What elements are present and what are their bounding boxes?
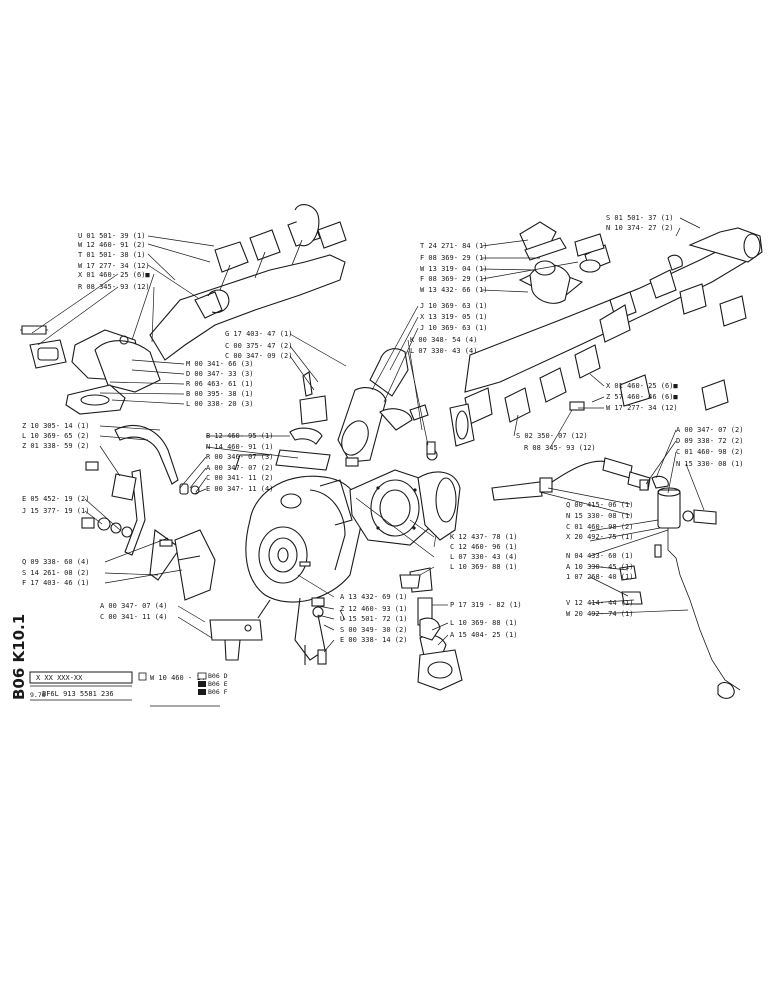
callout-label: W 13 432- 66 (1) xyxy=(420,286,487,294)
callout-label: L 10 369- 65 (2) xyxy=(22,432,89,440)
callout-label: E 00 347- 11 (4) xyxy=(206,485,273,493)
callout-label: L 00 338- 20 (3) xyxy=(186,400,253,408)
callout-label: D 09 338- 72 (2) xyxy=(676,437,743,445)
callout-label: S 02 350- 07 (12) xyxy=(516,432,588,440)
callout-label: W 17 277- 34 (12) xyxy=(78,262,150,270)
variant-label: B06 F xyxy=(208,688,228,696)
callout-label: R 00 346- 07 (3) xyxy=(206,453,273,461)
callout-label: Z 57 460- 46 (6)■ xyxy=(606,393,678,401)
callout-label: S 01 501- 37 (1) xyxy=(606,214,673,222)
callout-label: W 20 492- 74 (1) xyxy=(566,610,633,618)
callout-label: T 24 271- 84 (1) xyxy=(420,242,487,250)
callout-label: A 15 404- 25 (1) xyxy=(450,631,517,639)
leader-lines xyxy=(31,217,705,653)
callout-label: X 13 319- 05 (1) xyxy=(420,313,487,321)
callout-label: 1 07 268- 40 (1) xyxy=(566,573,633,581)
exhaust-elbow xyxy=(349,469,461,546)
callout-label: M 00 341- 66 (3) xyxy=(186,360,253,368)
callout-label: C 00 375- 47 (2) xyxy=(225,342,292,350)
callout-label: R 06 463- 61 (1) xyxy=(186,380,253,388)
callout-label: W 13 319- 04 (1) xyxy=(420,265,487,273)
engine-model: BF6L 913 5581 236 xyxy=(42,690,114,698)
callout-label: L 07 330- 43 (4) xyxy=(410,347,477,355)
callout-label: K 00 348- 54 (4) xyxy=(410,336,477,344)
callout-label: G 17 403- 47 (1) xyxy=(225,330,292,338)
callout-label: A 00 347- 07 (4) xyxy=(100,602,167,610)
variant-label: B06 E xyxy=(208,680,228,688)
right-exhaust-manifold xyxy=(449,221,763,447)
callout-label: N 10 374- 27 (2) xyxy=(606,224,673,232)
part-mask: X XX XXX-XX xyxy=(36,674,83,682)
callout-label: C 00 341- 11 (2) xyxy=(206,474,273,482)
callout-labels: U 01 501- 39 (1) W 12 460- 91 (2) T 01 5… xyxy=(22,214,743,644)
callout-label: U 15 501- 72 (1) xyxy=(340,615,407,623)
callout-label: S 00 349- 30 (2) xyxy=(340,626,407,634)
callout-label: P 17 319 - 82 (1) xyxy=(450,601,522,609)
callout-label: L 07 330- 43 (4) xyxy=(450,553,517,561)
sheet-code: B06 K10.1 xyxy=(10,614,28,700)
callout-label: C 01 460- 98 (2) xyxy=(676,448,743,456)
callout-label: E 05 452- 19 (2) xyxy=(22,495,89,503)
callout-label: Z 01 338- 59 (2) xyxy=(22,442,89,450)
callout-label: F 08 369- 29 (1) xyxy=(420,275,487,283)
callout-label: U 01 501- 39 (1) xyxy=(78,232,145,240)
callout-label: F 17 403- 46 (1) xyxy=(22,579,89,587)
callout-label: N 15 330- 08 (1) xyxy=(566,512,633,520)
callout-label: B 12 460- 95 (1) xyxy=(206,432,273,440)
callout-label: C 01 460- 98 (2) xyxy=(566,523,633,531)
turbocharger xyxy=(245,475,362,665)
callout-label: L 10 369- 88 (1) xyxy=(450,619,517,627)
callout-label: K 12 437- 78 (1) xyxy=(450,533,517,541)
note-ref: W 10 460 - 14 xyxy=(150,674,205,682)
title-block: B06 K10.1 9.76 X XX XXX-XX W 10 460 - 14… xyxy=(10,614,228,707)
callout-label: R 08 345- 93 (12) xyxy=(524,444,596,452)
variant-label: B06 D xyxy=(208,672,228,680)
callout-label: J 10 369- 63 (1) xyxy=(420,302,487,310)
callout-label: A 10 330- 45 (1) xyxy=(566,563,633,571)
callout-label: Q 00 415- 06 (1) xyxy=(566,501,633,509)
left-coolant-tubes xyxy=(81,425,181,581)
callout-label: J 10 369- 63 (1) xyxy=(420,324,487,332)
callout-label: N 15 330- 08 (1) xyxy=(676,460,743,468)
callout-label: W 12 460- 91 (2) xyxy=(78,241,145,249)
callout-label: S 14 261- 08 (2) xyxy=(22,569,89,577)
callout-label: N 14 460- 91 (1) xyxy=(206,443,273,451)
callout-label: V 12 414- 44 (1) xyxy=(566,599,633,607)
callout-label: L 10 369- 88 (1) xyxy=(450,563,517,571)
callout-label: X 20 492- 75 (1) xyxy=(566,533,633,541)
callout-label: W 17 277- 34 (12) xyxy=(606,404,678,412)
callout-label: F 08 369- 29 (1) xyxy=(420,254,487,262)
callout-label: X 01 460- 25 (6)■ xyxy=(606,382,678,390)
callout-label: B 00 395- 38 (1) xyxy=(186,390,253,398)
callout-label: J 15 377- 19 (1) xyxy=(22,507,89,515)
callout-label: A 00 347- 07 (2) xyxy=(206,464,273,472)
callout-label: C 00 341- 11 (4) xyxy=(100,613,167,621)
callout-label: R 08 345- 93 (12) xyxy=(78,283,150,291)
callout-label: T 01 501- 38 (1) xyxy=(78,251,145,259)
callout-label: A 00 347- 07 (2) xyxy=(676,426,743,434)
left-exhaust-manifold xyxy=(20,204,347,415)
callout-label: X 01 460- 25 (6)■ xyxy=(78,271,150,279)
callout-label: Z 10 305- 14 (1) xyxy=(22,422,89,430)
callout-label: E 00 338- 14 (2) xyxy=(340,636,407,644)
sheet-date: 9.76 xyxy=(30,691,46,699)
oil-line-assembly xyxy=(491,457,741,699)
callout-label: N 04 433- 60 (1) xyxy=(566,552,633,560)
center-pipes xyxy=(234,348,438,471)
turbo-hardware xyxy=(174,483,441,661)
callout-label: D 00 347- 33 (3) xyxy=(186,370,253,378)
callout-label: C 00 347- 09 (2) xyxy=(225,352,292,360)
callout-label: Z 12 460- 93 (1) xyxy=(340,605,407,613)
callout-label: Q 09 338- 60 (4) xyxy=(22,558,89,566)
callout-label: A 13 432- 69 (1) xyxy=(340,593,407,601)
callout-label: C 12 460- 96 (1) xyxy=(450,543,517,551)
